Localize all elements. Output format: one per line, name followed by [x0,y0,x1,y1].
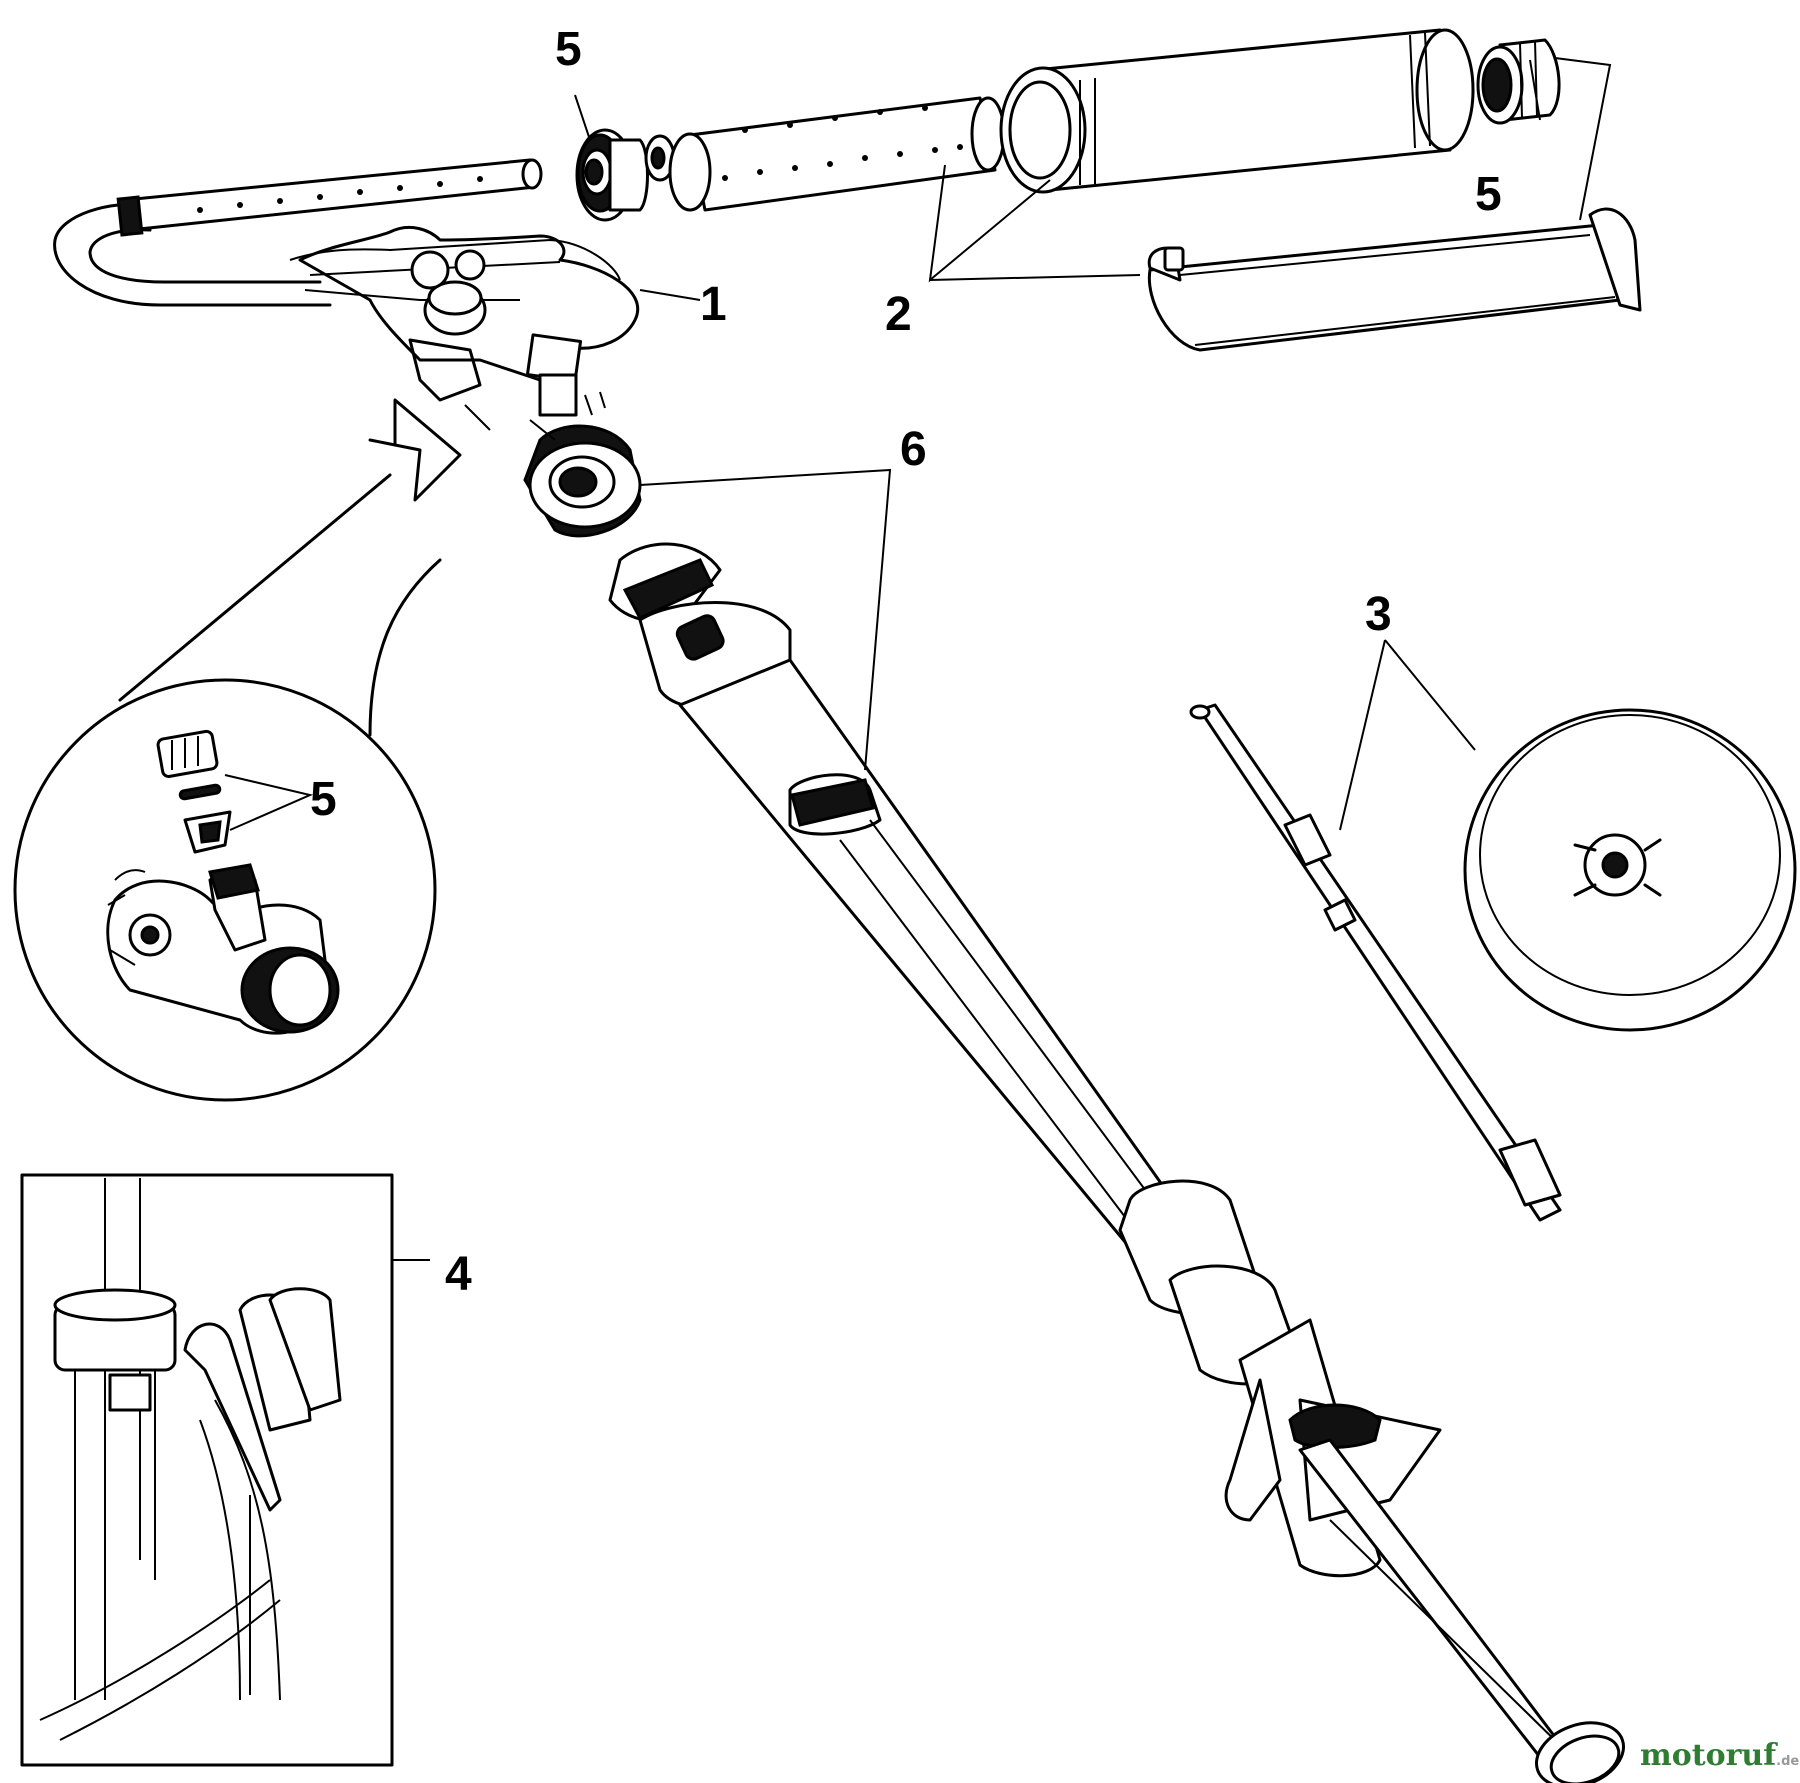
washer [644,134,676,182]
callout-1: 1 [700,278,727,331]
perforated-inner-tube [668,96,1006,212]
callout-5-right: 5 [1475,168,1502,221]
half-shell-tray [1147,207,1642,352]
detail-box-view [20,1173,394,1767]
callout-2: 2 [885,288,912,341]
watermark-suffix: .de [1776,1754,1799,1769]
leader-lines [224,57,1612,1261]
perforated-hook-tube [53,158,543,307]
watermark-logo: motoruf.de [1640,1738,1799,1773]
tube-holes [197,176,483,213]
callout-labels: 1 2 3 4 5 5 5 6 [310,23,1502,1301]
bushing-top [575,128,649,222]
svg-text:motoruf.de: motoruf.de [1640,1738,1799,1773]
coupler-ring [464,404,642,538]
inner-tube-holes [722,105,963,181]
telescopic-wand [608,542,1626,1783]
bushing-right [1476,38,1561,125]
callout-5-top: 5 [555,23,582,76]
watermark-text: motoruf [1640,1738,1778,1773]
rod-and-disc [1189,703,1797,1222]
nozzle-head-assembly [289,226,639,417]
callout-3: 3 [1365,588,1392,641]
detail-inset-view [13,398,462,1102]
large-cylinder [999,28,1475,194]
callout-4: 4 [445,1248,472,1301]
callout-6: 6 [900,423,927,476]
callout-5-inset: 5 [310,773,337,826]
